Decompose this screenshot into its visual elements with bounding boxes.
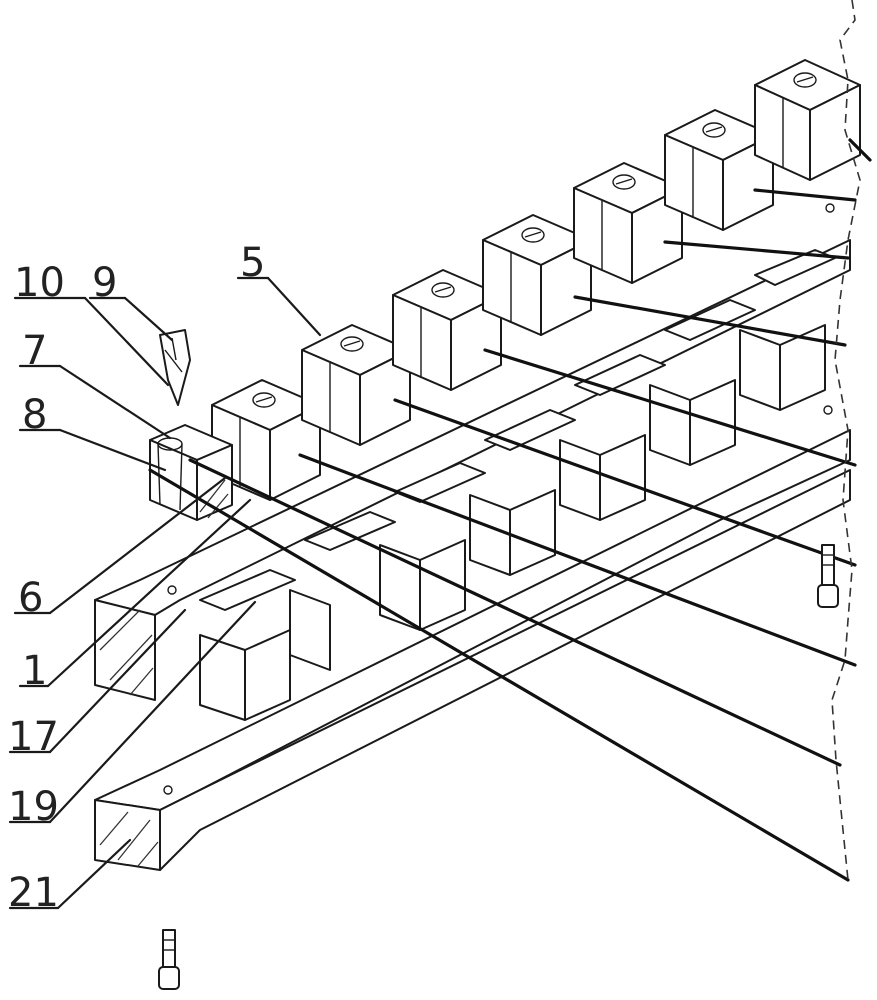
upper-block-4 <box>482 214 592 336</box>
upper-block-7 <box>754 59 861 181</box>
callout-5: 5 <box>240 240 265 286</box>
upper-blocks <box>211 59 861 501</box>
drill-bit <box>159 329 191 406</box>
lower-block-1 <box>199 569 331 721</box>
lower-block-2 <box>304 511 466 631</box>
upper-block-5 <box>573 162 683 284</box>
callout-10: 10 <box>14 260 65 306</box>
leader-lines <box>8 276 322 910</box>
upper-block-3 <box>392 269 502 391</box>
callout-17: 17 <box>8 714 59 760</box>
base-rail <box>94 429 851 871</box>
callout-1: 1 <box>22 648 47 694</box>
upper-block-2 <box>301 324 411 446</box>
upper-block-1 <box>211 379 321 501</box>
callout-8: 8 <box>22 392 47 438</box>
screw-right <box>817 544 839 608</box>
rods <box>148 138 872 882</box>
callout-6: 6 <box>18 575 43 621</box>
break-line <box>831 0 861 881</box>
lower-blocks <box>199 249 836 721</box>
callout-7: 7 <box>22 328 47 374</box>
screw-bottom <box>158 929 180 990</box>
upper-block-6 <box>664 109 774 231</box>
callout-21: 21 <box>8 870 59 916</box>
callout-9: 9 <box>92 260 117 306</box>
callout-labels: 10 9 7 8 5 6 1 17 19 21 <box>8 240 265 916</box>
lower-block-3 <box>394 462 556 576</box>
callout-19: 19 <box>8 784 59 830</box>
